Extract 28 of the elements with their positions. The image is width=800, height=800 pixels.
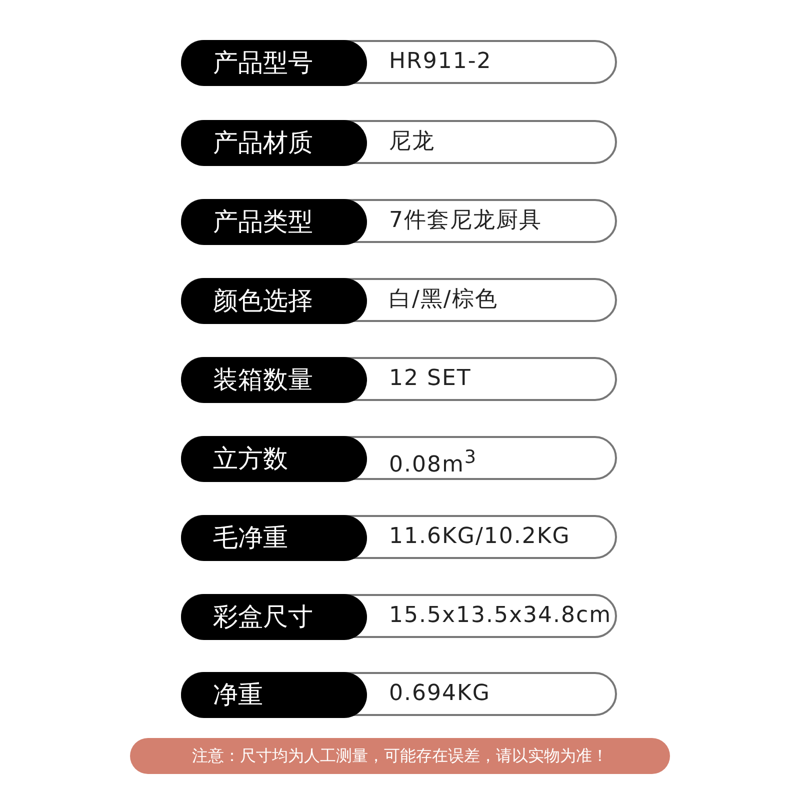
spec-row bbox=[181, 515, 617, 559]
spec-value: 11.6KG/10.2KG bbox=[389, 523, 570, 551]
spec-row bbox=[181, 672, 617, 716]
spec-row bbox=[181, 436, 617, 480]
spec-label: 产品材质 bbox=[181, 120, 367, 166]
spec-row bbox=[181, 40, 617, 84]
spec-row bbox=[181, 594, 617, 638]
spec-label: 彩盒尺寸 bbox=[181, 594, 367, 640]
spec-value: 0.694KG bbox=[389, 680, 490, 708]
spec-value: 12 SET bbox=[389, 365, 472, 393]
spec-value: 尼龙 bbox=[389, 128, 435, 156]
spec-label: 产品型号 bbox=[181, 40, 367, 86]
spec-value: 15.5x13.5x34.8cm bbox=[389, 602, 612, 630]
spec-row bbox=[181, 278, 617, 322]
spec-value: 7件套尼龙厨具 bbox=[389, 207, 542, 235]
spec-value: HR911-2 bbox=[389, 48, 492, 76]
spec-label: 颜色选择 bbox=[181, 278, 367, 324]
spec-row bbox=[181, 357, 617, 401]
spec-value: 0.08m$^{3}$ bbox=[389, 446, 478, 480]
spec-label: 装箱数量 bbox=[181, 357, 367, 403]
spec-label: 毛净重 bbox=[181, 515, 367, 561]
spec-label: 立方数 bbox=[181, 436, 367, 482]
notice-banner: 注意：尺寸均为人工测量，可能存在误差，请以实物为准！ bbox=[130, 738, 670, 774]
spec-value: 白/黑/棕色 bbox=[389, 286, 498, 314]
spec-label: 产品类型 bbox=[181, 199, 367, 245]
spec-label: 净重 bbox=[181, 672, 367, 718]
spec-row bbox=[181, 120, 617, 164]
spec-row bbox=[181, 199, 617, 243]
